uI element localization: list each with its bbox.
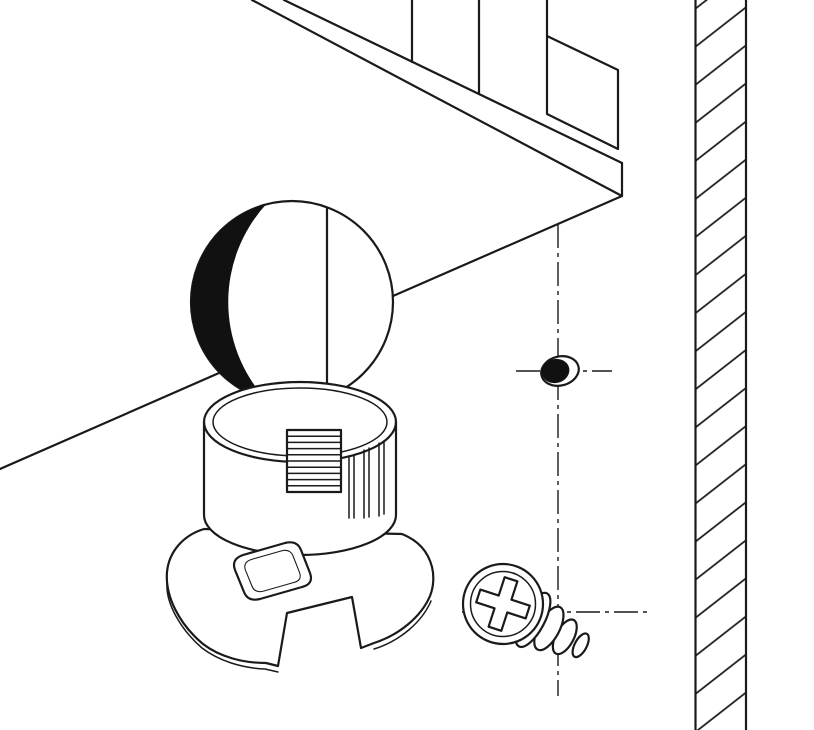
- side-panel-cross-section: [694, 0, 748, 730]
- spreading-lamellas: [285, 428, 343, 494]
- drum-ribs: [348, 440, 385, 519]
- cam-opening-inner: [244, 549, 301, 593]
- section-hatching: [696, 0, 745, 730]
- panel-bottom-arris-right: [391, 194, 624, 298]
- panel-bottom-arris-left: [0, 371, 221, 471]
- cam-opening-outer: [232, 541, 313, 601]
- lamella-grooves: [286, 435, 342, 487]
- flange-thickness-edge-left: [166, 583, 279, 673]
- drilled-hole-large: [189, 199, 395, 405]
- phillips-cross-recess: [475, 576, 531, 632]
- screw-tip: [571, 632, 590, 659]
- pilot-hole-shadow: [541, 358, 570, 384]
- panel-front-top-edge: [282, 0, 624, 165]
- connector-housing: [165, 380, 435, 673]
- flange-cam-opening: [232, 541, 313, 601]
- bore-shadow-crescent: [190, 204, 266, 400]
- drilled-hole-small: [540, 355, 580, 387]
- panel-inset-rectangle: [545, 34, 620, 151]
- screw-head-inner-ring: [469, 570, 537, 638]
- panel-front-lower-edge: [250, 0, 624, 198]
- flange-thickness-edge-right: [373, 600, 432, 650]
- euro-screw: [461, 562, 590, 659]
- top-panel: [0, 0, 624, 471]
